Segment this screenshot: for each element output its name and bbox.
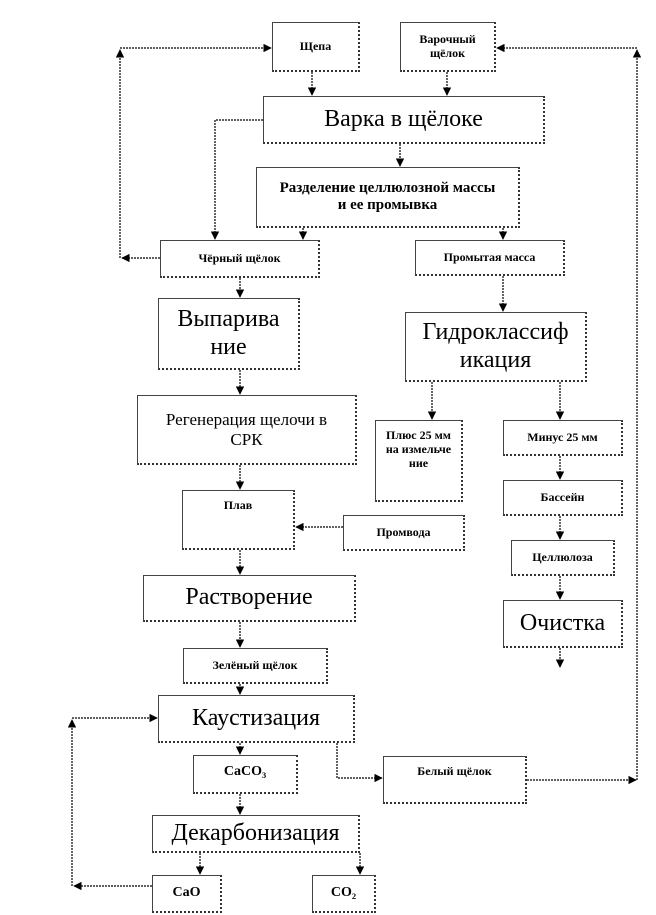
node-dissolving: Растворение (143, 575, 356, 622)
node-minus25: Минус 25 мм (503, 420, 623, 456)
node-black-liquor: Чёрный щёлок (160, 240, 320, 278)
node-pool: Бассейн (503, 480, 623, 516)
node-regeneration: Регенерация щелочи в СРК (137, 395, 357, 465)
node-plus25: Плюс 25 мм на измельчение (375, 420, 463, 502)
node-process-water: Промвода (343, 515, 465, 551)
node-cooking: Варка в щёлоке (263, 96, 545, 144)
node-co2: CO₂ (312, 875, 376, 913)
node-smelt: Плав (182, 490, 295, 550)
node-white-liquor: Белый щёлок (383, 756, 527, 804)
node-cellulose: Целлюлоза (511, 540, 615, 576)
node-decarbonization: Декарбонизация (152, 815, 360, 853)
arrow-caust-white (336, 743, 383, 783)
node-cleaning: Очистка (503, 600, 623, 648)
node-hydroclassification: Гидроклассификация (405, 312, 587, 382)
node-cooking-liquor: Варочный щёлок (400, 22, 496, 72)
arrow-cooking-black (210, 119, 263, 240)
node-green-liquor: Зелёный щёлок (183, 648, 328, 684)
node-caco3: CaCO₃ (193, 755, 298, 794)
node-evaporation: Выпаривание (158, 298, 300, 370)
node-chips: Щепа (272, 22, 360, 72)
node-separation: Разделение целлюлозной массы и ее промыв… (256, 167, 520, 228)
node-cao: CaO (152, 875, 222, 913)
node-washed-pulp: Промытая масса (415, 240, 565, 276)
node-causticizing: Каустизация (158, 695, 355, 743)
